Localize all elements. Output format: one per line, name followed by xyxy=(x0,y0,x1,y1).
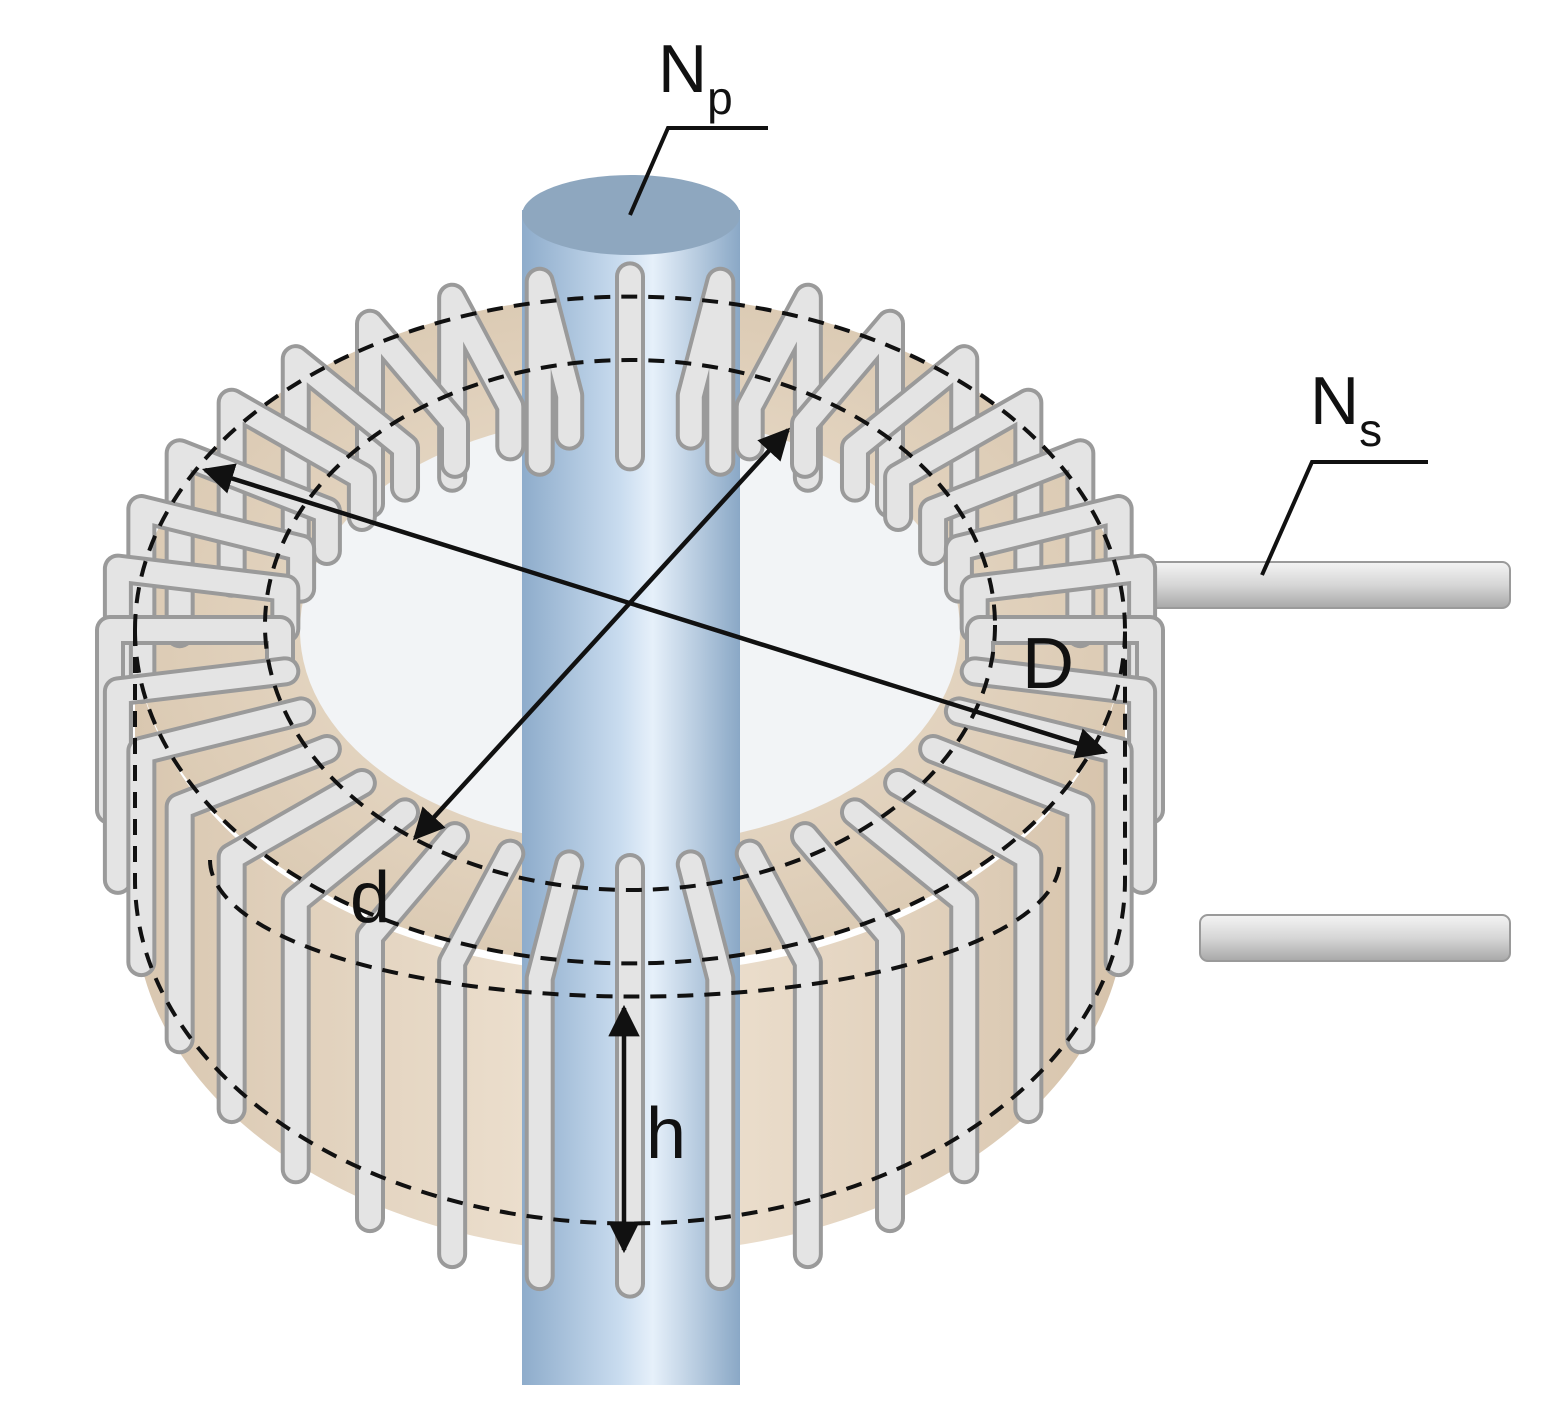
winding-turn xyxy=(738,286,819,489)
winding-turn xyxy=(220,771,373,1121)
winding-turn xyxy=(441,842,522,1266)
inner-diameter-label: d xyxy=(350,858,390,938)
winding-turn xyxy=(441,286,522,489)
inner-diameter-arrow xyxy=(412,427,791,841)
winding-turn xyxy=(738,842,819,1266)
winding-turn xyxy=(887,771,1040,1121)
winding-turn xyxy=(922,738,1092,1051)
outer-diameter-label: D xyxy=(1022,624,1074,704)
bottom-front-arc xyxy=(133,630,1127,1226)
inner-front-rim xyxy=(208,859,1062,999)
winding-turn xyxy=(679,853,732,1288)
outer-top-ellipse-front xyxy=(133,629,1127,966)
winding-turn xyxy=(843,801,976,1181)
primary-leader xyxy=(628,126,768,216)
winding-turn xyxy=(168,738,338,1051)
height-label: h xyxy=(646,1094,686,1174)
secondary-lead-upper xyxy=(1119,561,1511,609)
winding-turn xyxy=(679,270,732,473)
winding-turn xyxy=(794,825,901,1230)
primary-label: Np xyxy=(658,31,733,124)
winding-turn xyxy=(528,270,581,473)
secondary-leads xyxy=(1119,561,1511,962)
winding-turn xyxy=(359,825,466,1230)
secondary-label: Ns xyxy=(1310,363,1382,456)
secondary-leader xyxy=(1260,460,1428,576)
labels: Np Ns D d h xyxy=(350,31,1382,1174)
leader-lines xyxy=(628,126,1428,576)
winding-turn xyxy=(528,853,581,1288)
secondary-lead-lower xyxy=(1199,914,1511,962)
dimension-arrows xyxy=(201,427,1109,1254)
winding-turn xyxy=(284,801,417,1181)
